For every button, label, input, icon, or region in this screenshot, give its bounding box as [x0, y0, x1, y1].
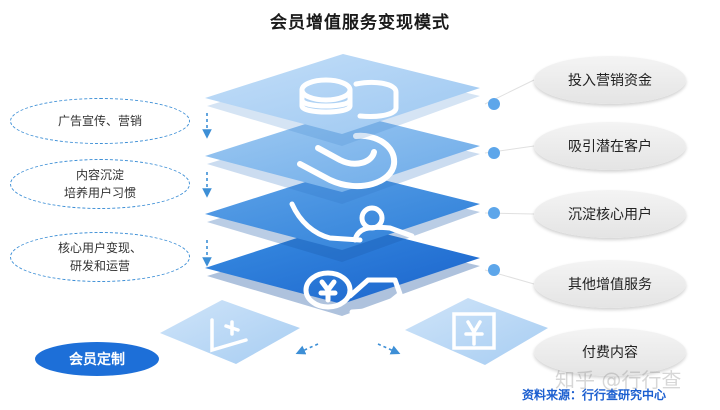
arrow-left-down-icon	[295, 343, 319, 355]
left-label-monetization: 核心用户变现、 研发和运营	[10, 232, 190, 282]
dot-marker	[488, 147, 500, 159]
coin-stack-icon	[299, 77, 399, 119]
dot-marker	[488, 98, 500, 110]
right-label-paid-content: 付费内容	[534, 328, 686, 376]
source-note: 资料来源：行行查研究中心	[522, 388, 667, 402]
dot-marker	[488, 264, 500, 276]
connector-lines	[484, 79, 535, 285]
left-label-line: 培养用户习惯	[63, 186, 136, 200]
bottom-left-tile	[160, 300, 300, 364]
layer-2	[205, 112, 480, 204]
layer-4	[205, 223, 480, 316]
layer-1	[205, 54, 480, 146]
arrow-right-down-icon	[377, 343, 401, 355]
left-label-line: 内容沉淀	[75, 168, 124, 182]
right-label-core-users: 沉淀核心用户	[534, 190, 686, 238]
left-label-line: 广告宣传、营销	[57, 114, 142, 128]
plus-document-icon	[210, 318, 248, 353]
left-label-advertising: 广告宣传、营销	[10, 98, 190, 144]
right-label-value-added: 其他增值服务	[534, 260, 686, 308]
layer-3	[205, 170, 480, 262]
money-hand-icon	[303, 270, 403, 315]
connector-dots	[488, 98, 500, 276]
watermark: 知乎 @行行查	[555, 368, 682, 392]
left-label-content: 内容沉淀 培养用户习惯	[10, 159, 190, 209]
member-custom-badge: 会员定制	[35, 342, 159, 376]
flow-arrows	[202, 113, 401, 355]
dot-marker	[488, 207, 500, 219]
left-label-line: 核心用户变现、	[57, 241, 142, 255]
user-flow-icon	[289, 201, 415, 243]
magnet-icon	[297, 132, 398, 190]
left-label-line: 研发和运营	[69, 259, 130, 273]
bottom-right-tile	[405, 298, 548, 365]
yen-document-icon	[452, 312, 496, 350]
right-label-potential-customers: 吸引潜在客户	[534, 122, 686, 170]
page-title: 会员增值服务变现模式	[270, 13, 450, 33]
right-label-marketing-fund: 投入营销资金	[534, 56, 686, 104]
